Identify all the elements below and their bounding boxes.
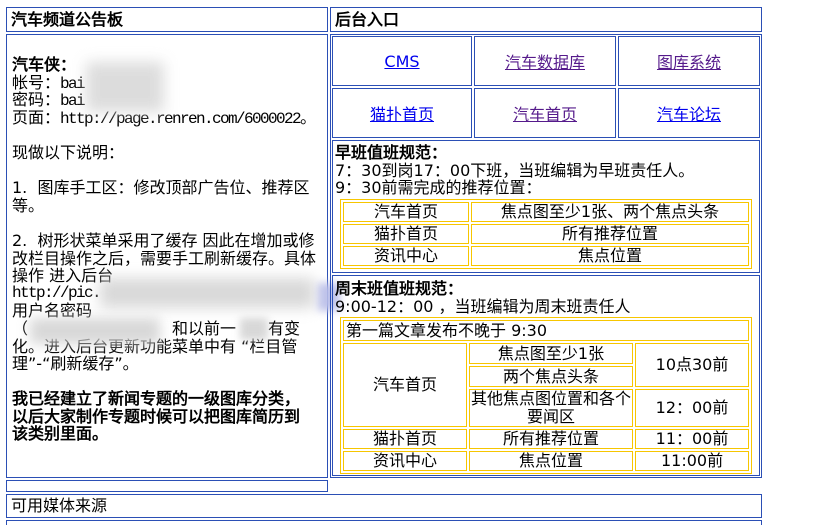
password-value: bai bbox=[60, 92, 86, 111]
table-row: 汽车首页 焦点图至少1张、两个焦点头条 bbox=[343, 202, 749, 222]
page-url-line: 页面：http://page.renren.com/6000022。 bbox=[12, 107, 327, 128]
morning-shift-title: 早班值班规范： bbox=[335, 143, 448, 162]
admin-link-cell-cms: CMS bbox=[332, 36, 472, 86]
weekend-deadline-cell: 11:00前 bbox=[635, 451, 750, 471]
morning-page-cell: 汽车首页 bbox=[343, 202, 469, 222]
password-line: 密码：bai bbox=[12, 90, 327, 111]
account-value: bai bbox=[60, 74, 86, 93]
empty-spacer-cell bbox=[6, 480, 328, 492]
notice-board-header: 汽车频道公告板 bbox=[6, 7, 328, 32]
change-line: （ 和以前一 有变 bbox=[12, 320, 327, 338]
announcement-line1: 我已经建立了新闻专题的一级图库分类， bbox=[12, 389, 301, 409]
table-row: 资讯中心 焦点位置 11:00前 bbox=[343, 451, 750, 471]
notice-greeting: 汽车侠： bbox=[12, 55, 77, 74]
weekend-shift-hours: 9:00-12：00 ，当班编辑为周末班责任人 bbox=[335, 296, 631, 316]
morning-position-cell: 所有推荐位置 bbox=[471, 224, 749, 244]
other-positions-line1: 其他焦点图位置和各个 bbox=[470, 389, 631, 409]
car-forum-link[interactable]: 汽车论坛 bbox=[656, 105, 721, 124]
morning-page-cell: 资讯中心 bbox=[343, 246, 469, 266]
notice-item1-line2: 等。 bbox=[12, 195, 45, 215]
right-column-frame bbox=[330, 34, 762, 478]
weekend-position-cell: 所有推荐位置 bbox=[469, 429, 633, 449]
page-url: http://page.renren.com/6000022 bbox=[60, 109, 302, 128]
weekend-deadline-cell: 11：00前 bbox=[635, 429, 750, 449]
car-database-link[interactable]: 汽车数据库 bbox=[504, 53, 585, 72]
notice-item1-line1: 1. 图库手工区：修改顶部广告位、推荐区 bbox=[12, 178, 310, 198]
morning-page-cell: 猫扑首页 bbox=[343, 224, 469, 244]
morning-schedule-table: 汽车首页 焦点图至少1张、两个焦点头条 猫扑首页 所有推荐位置 资讯中心 焦点位… bbox=[340, 199, 752, 269]
morning-position-cell: 焦点图至少1张、两个焦点头条 bbox=[471, 202, 749, 222]
next-row-partial bbox=[6, 520, 762, 525]
page-url-label: 页面： bbox=[12, 107, 61, 127]
weekend-position-cell: 两个焦点头条 bbox=[469, 366, 633, 387]
change-part-middle: 和以前一 bbox=[172, 318, 237, 338]
change-part-end: 有变 bbox=[268, 318, 301, 338]
admin-link-cell-car-database: 汽车数据库 bbox=[474, 36, 616, 86]
first-post-deadline-cell: 第一篇文章发布不晚于 9:30 bbox=[343, 320, 750, 341]
weekend-shift-section: 周末班值班规范： 9:00-12：00 ，当班编辑为周末班责任人 第一篇文章发布… bbox=[332, 275, 760, 476]
weekend-page-cell: 资讯中心 bbox=[343, 451, 467, 471]
car-home-link[interactable]: 汽车首页 bbox=[512, 105, 577, 124]
table-row: 猫扑首页 所有推荐位置 bbox=[343, 224, 749, 244]
weekend-page-cell: 猫扑首页 bbox=[343, 429, 467, 449]
notice-item2-line2: 改栏目操作之后，需要手工刷新缓存。具体 bbox=[12, 248, 317, 268]
page-url-end: 。 bbox=[300, 107, 317, 127]
admin-link-cell-car-forum: 汽车论坛 bbox=[618, 88, 760, 138]
table-row: 其他焦点图位置和各个 要闻区 12：00前 bbox=[343, 389, 750, 427]
weekend-deadline-cell: 10点30前 bbox=[635, 343, 750, 387]
morning-shift-hours: 7：30到岗17：00下班，当班编辑为早班责任人。 bbox=[335, 160, 695, 180]
mop-home-link[interactable]: 猫扑首页 bbox=[369, 105, 434, 124]
weekend-position-cell: 焦点图至少1张 bbox=[469, 343, 633, 364]
weekend-schedule-table: 第一篇文章发布不晚于 9:30 汽车首页 焦点图至少1张 10点30前 两个焦点… bbox=[340, 317, 753, 474]
announcement-line2: 以后大家制作专题时候可以把图库简历到 bbox=[12, 406, 301, 426]
pic-url: http://pic. bbox=[12, 283, 102, 302]
table-row: 第一篇文章发布不晚于 9:30 bbox=[343, 320, 750, 341]
morning-position-cell: 焦点位置 bbox=[471, 246, 749, 266]
change-line3: 理”-“刷新缓存”。 bbox=[12, 354, 139, 374]
table-row: 猫扑首页 所有推荐位置 11：00前 bbox=[343, 429, 750, 449]
notice-board-body: 汽车侠： 帐号：bai 密码：bai 页面：http://page.renren… bbox=[6, 34, 328, 478]
change-line2: 化。进入后台更新功能菜单中有 “栏目管 bbox=[12, 336, 298, 356]
admin-link-cell-mop-home: 猫扑首页 bbox=[332, 88, 472, 138]
morning-shift-deadline: 9：30前需完成的推荐位置： bbox=[335, 178, 542, 198]
table-row: 两个焦点头条 bbox=[343, 366, 749, 387]
password-label: 密码： bbox=[12, 90, 61, 110]
admin-entry-title: 后台入口 bbox=[335, 10, 400, 29]
table-row: 汽车首页 焦点图至少1张 10点30前 bbox=[343, 343, 750, 427]
notice-item2-line3: 操作 进入后台 bbox=[12, 266, 114, 286]
admin-entry-header: 后台入口 bbox=[330, 7, 762, 32]
notice-board-title: 汽车频道公告板 bbox=[11, 10, 124, 29]
admin-link-cell-gallery: 图库系统 bbox=[618, 36, 760, 86]
announcement-line3: 该类别里面。 bbox=[12, 424, 109, 444]
weekend-position-cell: 其他焦点图位置和各个 要闻区 bbox=[469, 389, 633, 427]
account-line: 帐号：bai bbox=[12, 72, 327, 93]
notice-item2-line1: 2. 树形状菜单采用了缓存 因此在增加或修 bbox=[12, 230, 315, 250]
other-positions-line2: 要闻区 bbox=[526, 407, 575, 426]
weekend-page-cell: 汽车首页 bbox=[343, 343, 467, 427]
weekend-position-cell: 焦点位置 bbox=[469, 451, 633, 471]
weekend-deadline-cell: 12：00前 bbox=[635, 389, 750, 427]
account-label: 帐号： bbox=[12, 72, 61, 92]
table-row: 资讯中心 焦点位置 bbox=[343, 246, 749, 266]
media-sources-label: 可用媒体来源 bbox=[11, 496, 108, 515]
morning-shift-section: 早班值班规范： 7：30到岗17：00下班，当班编辑为早班责任人。 9：30前需… bbox=[332, 140, 760, 273]
admin-link-cell-car-home: 汽车首页 bbox=[474, 88, 616, 138]
cms-link[interactable]: CMS bbox=[384, 51, 420, 71]
change-part-open: （ bbox=[12, 318, 29, 338]
media-sources-row: 可用媒体来源 bbox=[6, 494, 762, 518]
weekend-shift-title: 周末班值班规范： bbox=[335, 279, 464, 298]
gallery-system-link[interactable]: 图库系统 bbox=[656, 53, 721, 72]
credentials-line: 用户名密码 bbox=[12, 301, 93, 321]
notice-intro: 现做以下说明： bbox=[12, 142, 125, 162]
